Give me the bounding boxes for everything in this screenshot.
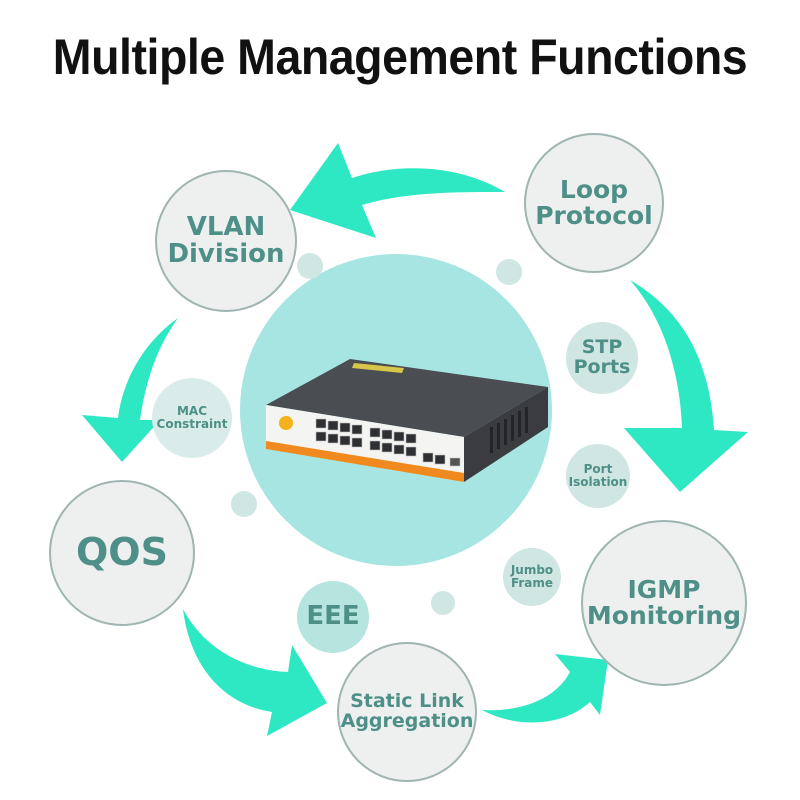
function-qos: QOS [49, 480, 195, 626]
page-title: Multiple Management Functions [52, 29, 748, 85]
brand-logo-icon [279, 416, 293, 430]
decor-dot [297, 253, 323, 279]
decor-dot [231, 491, 257, 517]
function-eee: EEE [297, 581, 369, 653]
arrow-static-to-igmp [482, 654, 608, 723]
decor-dot [496, 259, 522, 285]
arrow-qos-to-static [183, 609, 327, 736]
network-switch-image [266, 359, 548, 482]
arrow-loop-to-vlan [290, 143, 505, 238]
ethernet-ports [315, 418, 461, 467]
arrow-loop-to-igmp [624, 280, 748, 492]
decor-dot [431, 591, 455, 615]
